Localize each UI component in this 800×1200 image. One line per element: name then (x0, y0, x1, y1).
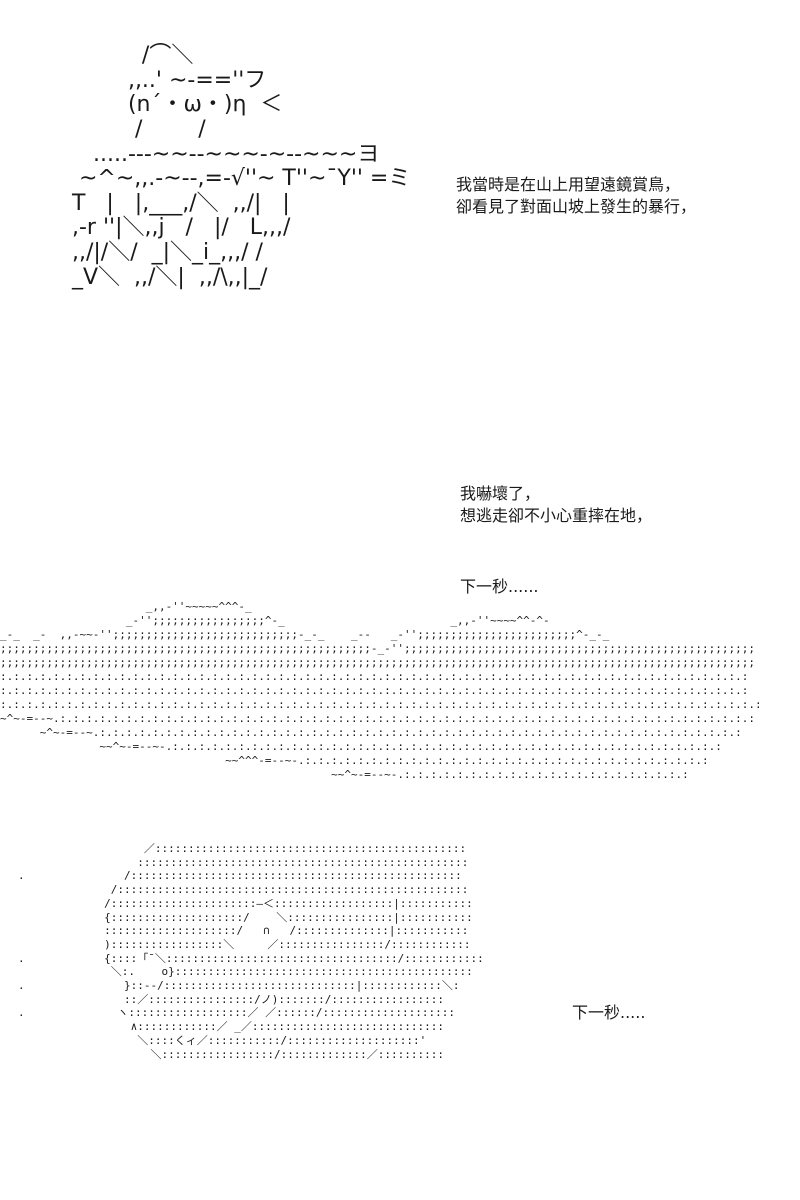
narration-line: 下一秒...... (460, 577, 539, 596)
narration-block-birdwatching: 我當時是在山上用望遠鏡賞鳥， 卻看見了對面山坡上發生的暴行， (456, 174, 696, 218)
mountain-ascii-art: _,,-''~~~~~^^^-_ _-'';;;;;;;;;;;;;;;;;^-… (0, 600, 762, 781)
narration-line: 卻看見了對面山坡上發生的暴行， (456, 197, 697, 216)
narration-line: 我當時是在山上用望遠鏡賞鳥， (456, 175, 681, 194)
narration-block-next-second: 下一秒...... (460, 576, 539, 598)
moon-face-ascii-art: ／:::::::::::::::::::::::::::::::::::::::… (18, 842, 484, 1061)
narration-line: 下一秒..... (572, 1003, 646, 1022)
narration-block-next-second-2: 下一秒..... (572, 1002, 645, 1024)
narration-line: 想逃走卻不小心重摔在地， (460, 506, 653, 525)
character-ascii-art: /⌒＼ ,,..' ~-==''フ (n´・ω・)η ＜ / / .....-‐… (72, 43, 411, 290)
narration-block-fall: 我嚇壞了， 想逃走卻不小心重摔在地， (460, 483, 652, 527)
narration-line: 我嚇壞了， (460, 484, 541, 503)
